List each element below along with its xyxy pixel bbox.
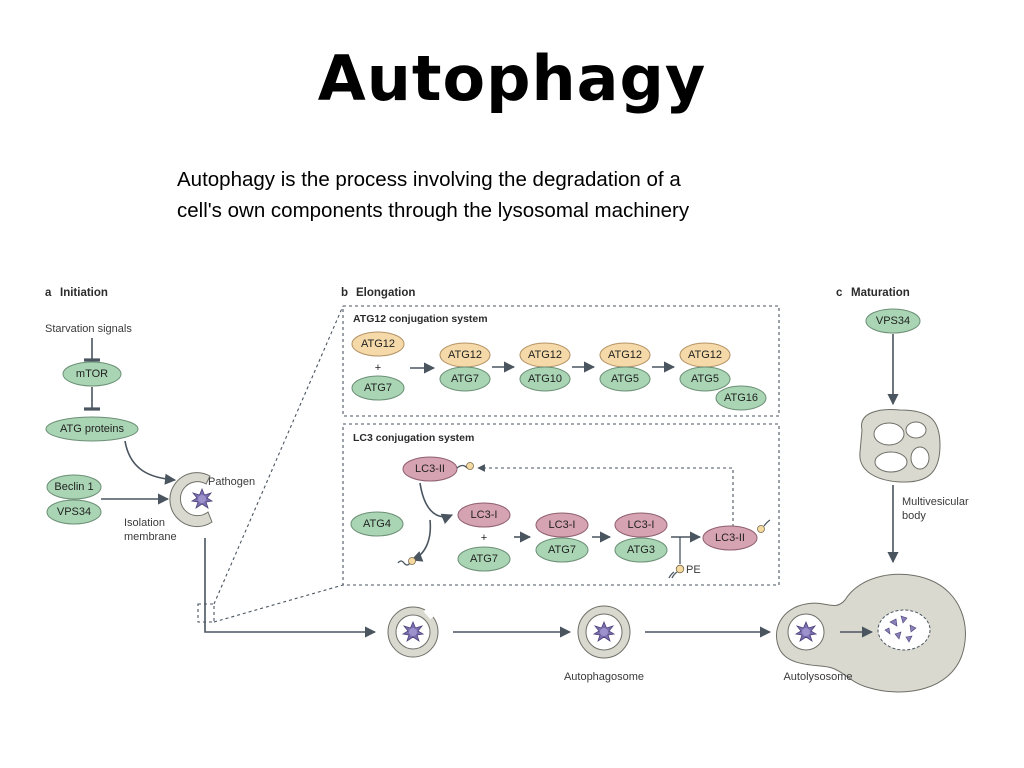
atg3-label: ATG3 <box>627 544 655 556</box>
atg-to-membrane-arrow <box>124 440 177 485</box>
lc3-ii-top-label: LC3-II <box>415 463 445 475</box>
autophagosome-label: Autophagosome <box>564 671 644 683</box>
atg7-free-label: ATG7 <box>364 382 392 394</box>
beclin1-label: Beclin 1 <box>54 481 93 493</box>
subtitle-line-2: cell's own components through the lysoso… <box>177 199 690 222</box>
degradation-compartment <box>877 609 931 651</box>
beclin1-node <box>46 474 102 500</box>
lc3-plus: + <box>481 532 487 544</box>
panel-b-letter: b <box>341 287 348 299</box>
pe-label: PE <box>686 564 701 576</box>
mvb-shape <box>859 409 941 483</box>
atg12-c4-top-label: ATG12 <box>688 349 722 361</box>
mtor-node <box>62 361 122 387</box>
atg12-system-box <box>342 305 780 417</box>
isolation-label-2: membrane <box>124 531 177 543</box>
atg16-label: ATG16 <box>724 392 758 404</box>
released-lipid-head <box>408 557 416 565</box>
lc3-ii-product-lipid <box>757 525 765 533</box>
released-lipid-tail <box>397 560 411 566</box>
panel-c-title: Maturation <box>851 287 910 299</box>
atg12-c3-top-label: ATG12 <box>608 349 642 361</box>
mtor-label: mTOR <box>76 368 108 380</box>
atg12-free-label: ATG12 <box>361 338 395 350</box>
lc3-system-box <box>342 423 780 586</box>
lc3-ii-top-lipid <box>466 462 474 470</box>
atg4-node <box>350 511 404 537</box>
atg10-label: ATG10 <box>528 373 562 385</box>
atg12-system-title: ATG12 conjugation system <box>353 313 488 325</box>
mvb-label-1: Multivesicular <box>902 496 969 508</box>
lc3-i-c2-node <box>614 512 668 538</box>
lc3-ii-top-node <box>402 456 458 482</box>
pathogen-icon <box>191 488 213 509</box>
panel-b-title: Elongation <box>356 287 415 299</box>
atg12-free-node <box>351 331 405 357</box>
initiation-to-phagophore-arrow <box>204 538 377 638</box>
atg-proteins-node <box>45 416 139 442</box>
atg5-c4-node <box>679 366 731 392</box>
lc3-ii-product-node <box>702 525 758 551</box>
vps34-initiation-label: VPS34 <box>57 506 91 518</box>
atg7-free-node <box>351 375 405 401</box>
isolation-label-1: Isolation <box>124 517 165 529</box>
atg12-plus: + <box>375 362 381 374</box>
atg5-c3-node <box>599 366 651 392</box>
atg7-c1-node <box>439 366 491 392</box>
zoom-line-bottom <box>213 584 344 623</box>
atg4-cleave-arrow-2 <box>410 519 432 562</box>
vps34-initiation-node <box>46 499 102 525</box>
panel-a-title: Initiation <box>60 287 108 299</box>
slide-title: Autophagy <box>317 42 707 115</box>
subtitle-line-1: Autophagy is the process involving the d… <box>177 168 681 191</box>
lc3-ii-product-tail <box>763 519 771 527</box>
atg7-lc3-free-node <box>457 546 511 572</box>
atg7-lc3-c1-node <box>535 537 589 563</box>
atg4-label: ATG4 <box>363 518 391 530</box>
mvb-label-2: body <box>902 510 926 522</box>
lc3-ii-product-label: LC3-II <box>715 532 745 544</box>
pe-lipid-tail <box>668 571 678 579</box>
vps34-maturation-label: VPS34 <box>876 315 910 327</box>
lc3-system-title: LC3 conjugation system <box>353 432 474 444</box>
atg4-cleave-arrow-1 <box>419 482 454 525</box>
atg10-node <box>519 366 571 392</box>
lc3-recycle-dashed-arrow <box>477 464 734 545</box>
atg7-lc3-c1-label: ATG7 <box>548 544 576 556</box>
lc3-i-free-label: LC3-I <box>471 509 498 521</box>
lc3-i-c1-label: LC3-I <box>549 519 576 531</box>
atg7-c1-label: ATG7 <box>451 373 479 385</box>
lc3-i-c1-node <box>535 512 589 538</box>
panel-c-letter: c <box>836 287 843 299</box>
lc3-ii-top-tail <box>456 464 468 469</box>
lc3-i-c2-label: LC3-I <box>628 519 655 531</box>
panel-a-letter: a <box>45 287 52 299</box>
atg5-c3-label: ATG5 <box>611 373 639 385</box>
zoom-line-top <box>213 305 344 605</box>
atg3-node <box>614 537 668 563</box>
atg7-lc3-free-label: ATG7 <box>470 553 498 565</box>
atg16-node <box>715 385 767 411</box>
autolysosome-label: Autolysosome <box>783 671 852 683</box>
degraded-fragments-icon <box>884 615 917 643</box>
lc3-i-free-node <box>457 502 511 528</box>
atg12-c2-top-label: ATG12 <box>528 349 562 361</box>
pe-lipid-head <box>675 564 685 574</box>
vps34-maturation-node <box>865 308 921 334</box>
starvation-signals-label: Starvation signals <box>45 323 132 335</box>
atg5-c4-label: ATG5 <box>691 373 719 385</box>
phagophore-gap <box>423 608 434 620</box>
atg-proteins-label: ATG proteins <box>60 423 124 435</box>
isolation-membrane-shape <box>169 472 213 528</box>
pathogen-label: Pathogen <box>208 476 255 488</box>
zoom-source-box <box>197 603 215 623</box>
atg12-c1-top-label: ATG12 <box>448 349 482 361</box>
mvb-vesicles <box>873 421 930 473</box>
